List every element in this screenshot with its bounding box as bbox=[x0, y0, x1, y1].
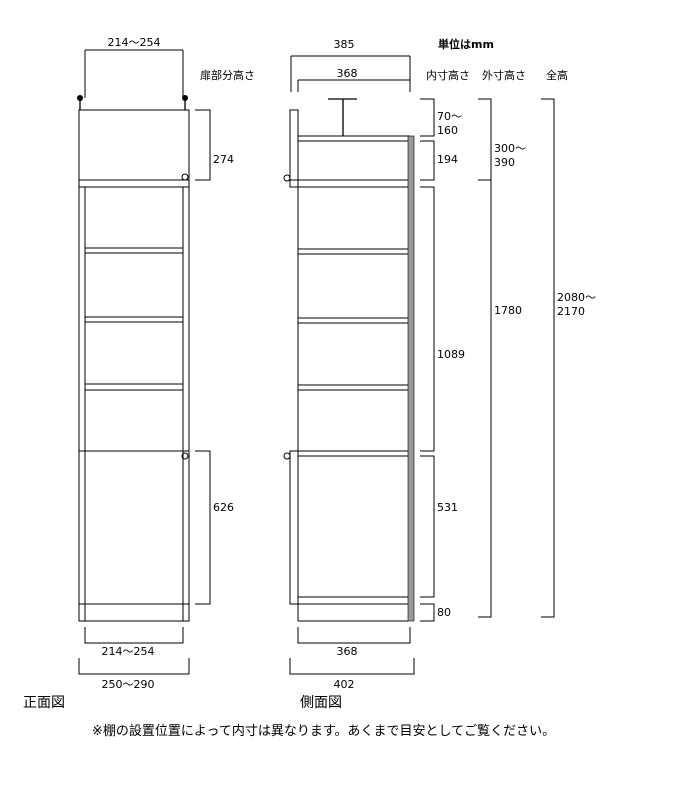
side-upper-knob bbox=[283, 174, 291, 182]
side-lower-section-dim bbox=[420, 455, 435, 598]
front-lower-knob bbox=[181, 452, 189, 460]
header-door-height: 扉部分高さ bbox=[200, 68, 255, 82]
side-top-depth-label: 385 bbox=[334, 38, 355, 51]
side-outer-top-label-1: 300～ bbox=[494, 142, 526, 155]
front-shelf-2 bbox=[85, 316, 183, 323]
side-t-adjuster bbox=[328, 98, 357, 136]
side-total-height-label-2: 2170 bbox=[557, 305, 585, 318]
front-shelf-1 bbox=[85, 247, 183, 254]
side-total-height-label-1: 2080～ bbox=[557, 291, 596, 304]
front-lower-door bbox=[79, 450, 189, 605]
header-total-height: 全高 bbox=[546, 68, 568, 82]
front-outer-frame bbox=[78, 109, 190, 622]
side-outer-depth-label: 402 bbox=[334, 678, 355, 691]
side-outer-top-label-2: 390 bbox=[494, 156, 515, 169]
side-adjust-dim bbox=[420, 98, 435, 137]
front-lower-door-label: 626 bbox=[213, 501, 234, 514]
side-top-box-roof bbox=[298, 135, 410, 142]
side-shelf-section-dim bbox=[420, 186, 435, 452]
side-shelf-section-label: 1089 bbox=[437, 348, 465, 361]
side-view-title: 側面図 bbox=[300, 695, 342, 711]
side-adjust-label-2: 160 bbox=[437, 124, 458, 137]
front-lower-door-dim bbox=[195, 450, 211, 605]
front-shelf-3 bbox=[85, 383, 183, 391]
side-shelf-4 bbox=[298, 450, 408, 457]
side-shelf-2 bbox=[298, 317, 408, 324]
side-base-label: 80 bbox=[437, 606, 451, 619]
side-base bbox=[298, 596, 408, 622]
footnote: ※棚の設置位置によって内寸は異なります。あくまで目安としてご覧ください。 bbox=[92, 723, 555, 739]
front-side-boards bbox=[84, 187, 184, 621]
side-top-inner-depth-label: 368 bbox=[337, 67, 358, 80]
front-top-width-label: 214～254 bbox=[108, 36, 161, 49]
front-inner-width-label: 214～254 bbox=[102, 645, 155, 658]
side-shelf-1 bbox=[298, 248, 408, 255]
front-upper-door-bottom bbox=[79, 179, 189, 188]
front-upper-door-label: 274 bbox=[213, 153, 234, 166]
front-top-width-dim bbox=[84, 49, 184, 98]
front-upper-knob bbox=[181, 173, 189, 181]
side-total-height-dim bbox=[541, 98, 555, 618]
header-outer-height: 外寸高さ bbox=[482, 68, 526, 82]
side-outer-depth-dim bbox=[289, 658, 415, 675]
front-view: 214～254 274 626 214～254 250～290 bbox=[23, 36, 234, 711]
side-view: 385 368 70～ 160 194 1089 bbox=[283, 38, 596, 711]
side-back-board bbox=[407, 135, 415, 622]
front-outer-width-label: 250～290 bbox=[102, 678, 155, 691]
front-outer-width-dim bbox=[78, 658, 190, 675]
side-top-box-floor bbox=[290, 179, 410, 188]
side-top-box-label: 194 bbox=[437, 153, 458, 166]
units-label: 単位はmm bbox=[438, 37, 494, 51]
side-inner-depth-label: 368 bbox=[337, 645, 358, 658]
side-lower-section-label: 531 bbox=[437, 501, 458, 514]
side-body-height-dim bbox=[478, 179, 492, 618]
side-adjust-label-1: 70～ bbox=[437, 110, 462, 123]
side-top-box-dim bbox=[420, 140, 435, 181]
front-view-title: 正面図 bbox=[23, 695, 65, 711]
header-inner-height: 内寸高さ bbox=[426, 68, 470, 82]
front-inner-width-dim bbox=[84, 627, 184, 644]
side-lower-knob bbox=[283, 452, 291, 460]
side-shelf-3 bbox=[298, 384, 408, 391]
side-lower-door-edge bbox=[289, 450, 299, 605]
front-adjusters bbox=[77, 95, 188, 110]
front-upper-door-dim bbox=[195, 109, 211, 181]
side-base-dim bbox=[420, 603, 435, 622]
side-body-height-label: 1780 bbox=[494, 304, 522, 317]
side-upper-door-edge bbox=[289, 109, 299, 188]
side-top-depth-dim bbox=[290, 55, 411, 92]
side-outer-top-dim bbox=[478, 98, 492, 181]
side-top-inner-depth-dim bbox=[297, 79, 410, 92]
side-inner-depth-dim bbox=[297, 627, 411, 644]
